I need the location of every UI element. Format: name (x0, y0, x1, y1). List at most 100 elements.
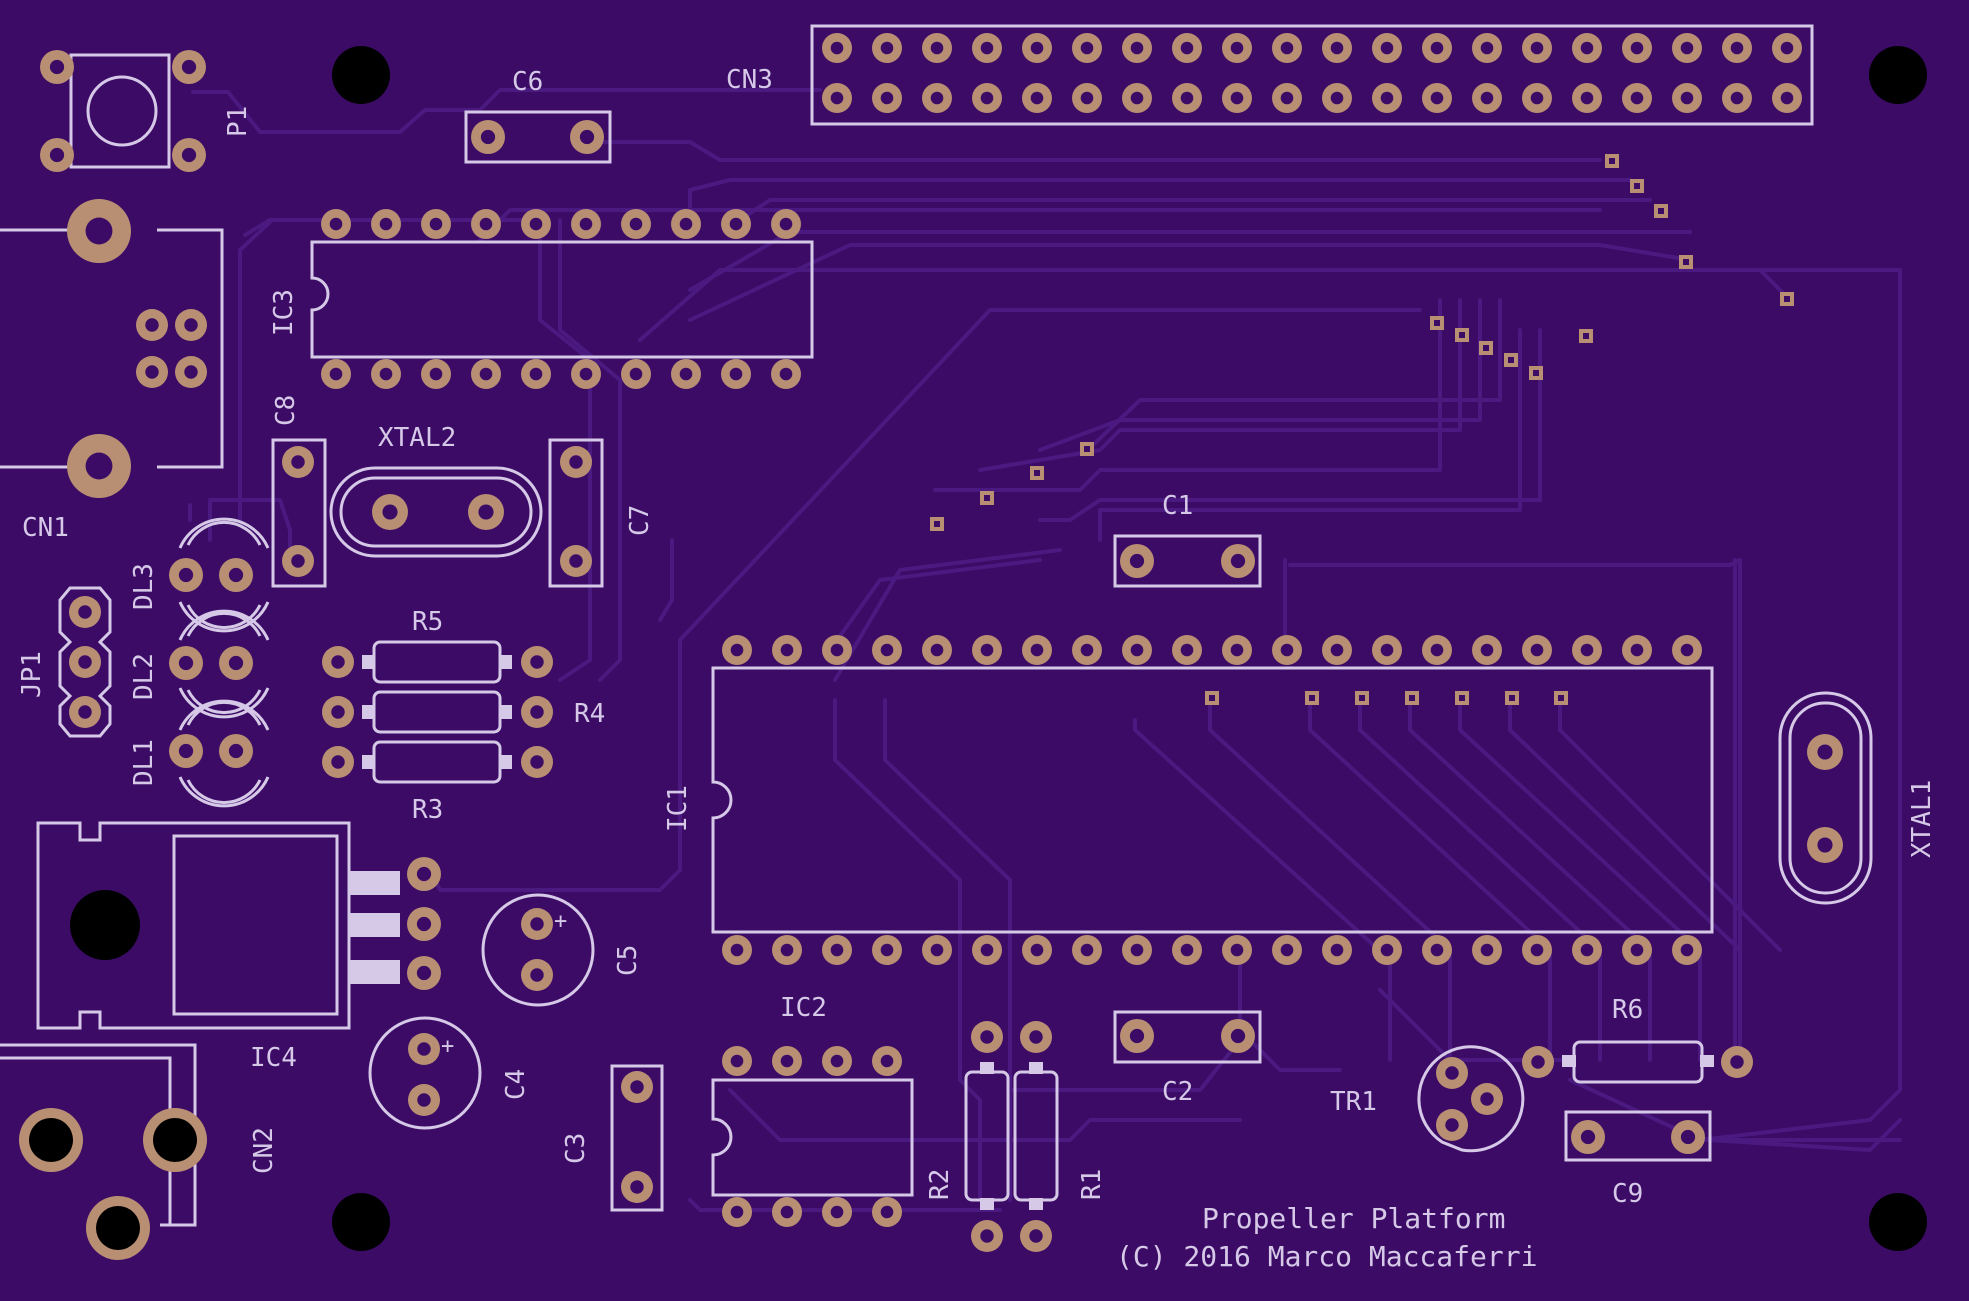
via-drill (1084, 446, 1090, 452)
pad-drill (530, 705, 544, 719)
xtal2-outline-outer (329, 466, 543, 558)
pad-drill (85, 452, 113, 480)
mounting-hole (1869, 46, 1927, 104)
via-drill (1634, 183, 1640, 189)
label-r1: R1 (1077, 1169, 1107, 1200)
pad-drill (830, 943, 844, 957)
c8-outline (271, 438, 327, 588)
label-c1: C1 (1162, 491, 1193, 521)
pad-drill (530, 755, 544, 769)
pad-drill (679, 217, 693, 231)
pad-drill (1580, 643, 1594, 657)
via-drill (1533, 370, 1539, 376)
pad-drill (630, 1080, 644, 1094)
label-ic1: IC1 (663, 785, 693, 832)
pad-drill (1430, 41, 1444, 55)
c4-outline (368, 1016, 482, 1130)
pad-drill (1130, 643, 1144, 657)
pad-drill (980, 1030, 994, 1044)
label-c9: C9 (1612, 1179, 1643, 1209)
pad-drill (379, 367, 393, 381)
via-drill (1309, 695, 1315, 701)
lead-stubs (350, 655, 1714, 1210)
pad-drill (1380, 643, 1394, 657)
pad-drill (1817, 837, 1833, 853)
cn2-drill (153, 1118, 197, 1162)
pad-drill (1730, 1055, 1744, 1069)
pad-drill (1680, 91, 1694, 105)
pad-drill (1730, 41, 1744, 55)
label-cn2: CN2 (249, 1127, 279, 1174)
label-c6: C6 (512, 67, 543, 97)
pad-drill (379, 217, 393, 231)
pad-drill (478, 504, 494, 520)
pad-drill (1180, 91, 1194, 105)
pad-drill (78, 655, 92, 669)
c9-outline (1564, 1110, 1712, 1162)
via-drill (934, 521, 940, 527)
pad-drill (78, 705, 92, 719)
via-drill (1459, 332, 1465, 338)
pad-drill (1680, 1129, 1696, 1145)
ic1-outline (711, 666, 1714, 934)
p1-outline (69, 53, 171, 169)
pad-drill (1230, 1028, 1246, 1044)
pad-drill (181, 59, 197, 75)
p1-button-circle (86, 75, 158, 147)
pad-drill (730, 643, 744, 657)
pad-drill (78, 605, 92, 619)
c5-outline (481, 893, 595, 1007)
c1-outline (1113, 534, 1262, 588)
pad-drill (1780, 91, 1794, 105)
via-drill (1508, 357, 1514, 363)
pad-drill (530, 968, 544, 982)
pad-drill (1029, 1229, 1043, 1243)
ic4-mounting-hole (70, 890, 140, 960)
pad-drill (1130, 41, 1144, 55)
via-drill (1209, 695, 1215, 701)
pad-drill (178, 743, 194, 759)
vias (930, 154, 1794, 705)
label-tr1: TR1 (1330, 1087, 1377, 1117)
pad-drill (530, 655, 544, 669)
pad-drill (880, 41, 894, 55)
silkscreen-labels: P1 C6 CN3 IC3 C8 XTAL2 C7 CN1 C1 DL3 DL2… (17, 65, 1937, 1273)
pad-drill (980, 41, 994, 55)
pad-drill (569, 554, 583, 568)
pad-drill (1531, 1055, 1545, 1069)
dl3-outline (178, 517, 270, 633)
label-c4: C4 (501, 1069, 531, 1100)
pad-drill (1730, 91, 1744, 105)
cn2-drill (29, 1118, 73, 1162)
jp1-outline (58, 586, 112, 738)
cn2-drill (96, 1206, 140, 1250)
pad-drill (830, 41, 844, 55)
pad-drill (780, 1205, 794, 1219)
mounting-hole (332, 1193, 390, 1251)
pad-drill (1330, 643, 1344, 657)
pad-drill (291, 554, 305, 568)
xtal1-outline-inner (1788, 701, 1863, 895)
pad-drill (178, 567, 194, 583)
pad-drill (830, 1054, 844, 1068)
pad-drill (228, 655, 244, 671)
pad-drill (1030, 643, 1044, 657)
pad-drill (569, 455, 583, 469)
label-r4: R4 (574, 699, 605, 729)
pad-drill (1380, 41, 1394, 55)
pad-drill (579, 217, 593, 231)
pad-drill (780, 643, 794, 657)
pad-drill (1530, 41, 1544, 55)
label-ic4: IC4 (250, 1043, 297, 1073)
label-c2: C2 (1162, 1077, 1193, 1107)
pad-drill (1445, 1066, 1459, 1080)
ic4-heatsink-tab (172, 834, 339, 1016)
pad-drill (980, 643, 994, 657)
pad-drill (1280, 943, 1294, 957)
xtal2-outline-inner (339, 476, 533, 548)
pad-drill (1080, 643, 1094, 657)
pad-drill (780, 1054, 794, 1068)
pad-drill (830, 643, 844, 657)
pad-drill (1080, 41, 1094, 55)
pad-drill (880, 1054, 894, 1068)
